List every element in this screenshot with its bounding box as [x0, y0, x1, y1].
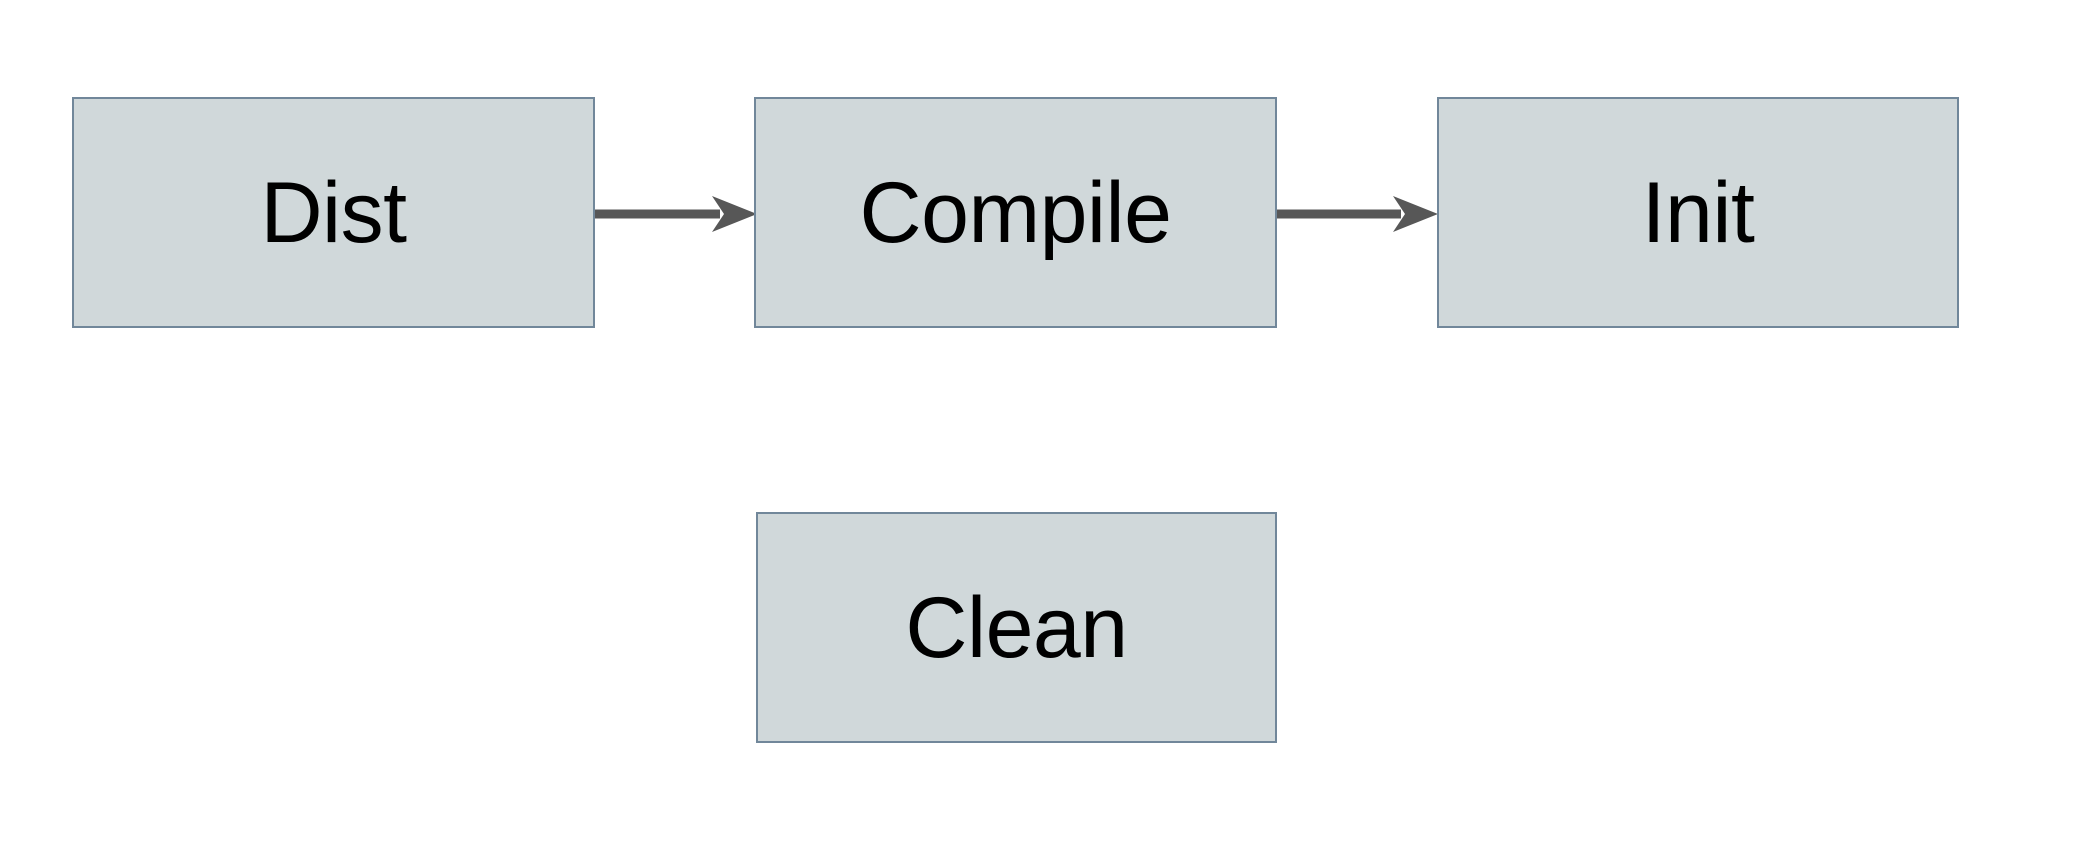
node-init[interactable]: Init	[1437, 97, 1959, 328]
node-init-label: Init	[1641, 164, 1755, 261]
edge-dist-to-compile[interactable]	[595, 196, 757, 232]
edge-compile-to-init[interactable]	[1277, 196, 1438, 232]
node-compile[interactable]: Compile	[754, 97, 1277, 328]
node-clean-label: Clean	[905, 579, 1128, 676]
node-dist-label: Dist	[260, 164, 407, 261]
node-compile-label: Compile	[859, 164, 1172, 261]
node-dist[interactable]: Dist	[72, 97, 595, 328]
stealth-arrow-icon	[1393, 196, 1438, 232]
node-clean[interactable]: Clean	[756, 512, 1277, 743]
stealth-arrow-icon	[712, 196, 757, 232]
